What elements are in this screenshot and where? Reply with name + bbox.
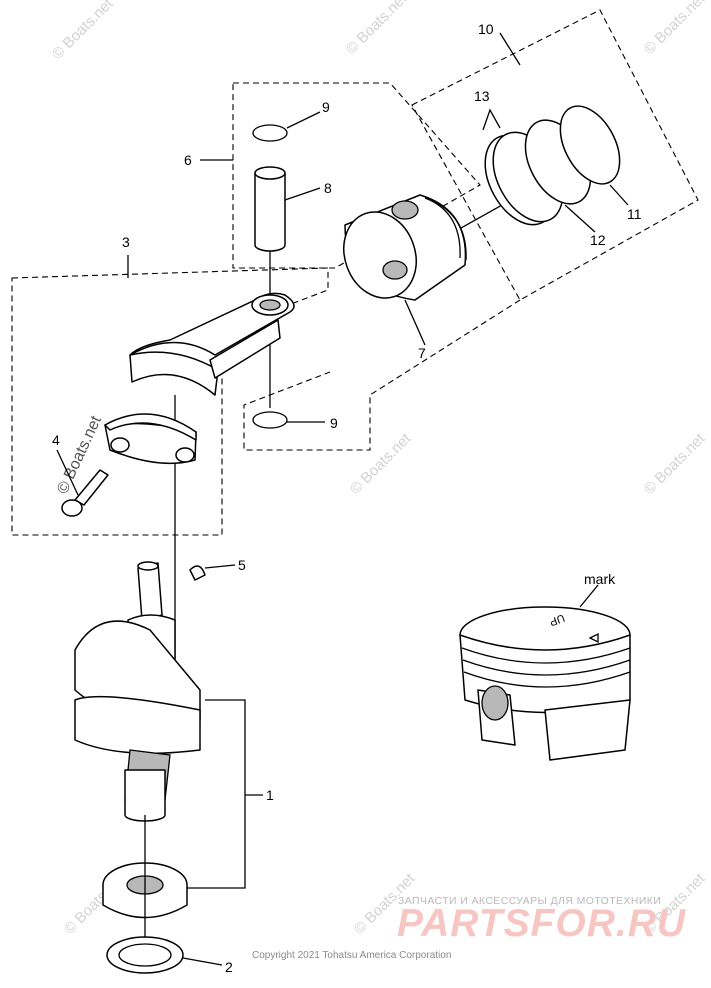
callout-4: 4	[52, 432, 60, 448]
callout-9-top: 9	[322, 99, 330, 115]
leader-9-top	[286, 111, 321, 129]
copyright-text: Copyright 2021 Tohatsu America Corporati…	[252, 950, 452, 961]
leader-7	[404, 299, 426, 346]
leader-11	[609, 184, 629, 206]
rod-bolt	[61, 469, 109, 517]
group-7-frame	[243, 299, 521, 451]
washer	[106, 936, 184, 974]
callout-13: 13	[474, 88, 490, 104]
arrow-mark	[588, 632, 599, 644]
callout-9-bottom: 9	[330, 415, 338, 431]
watermark: © Boats.net	[641, 430, 709, 498]
woodruff-key	[189, 565, 206, 581]
leader-1	[175, 699, 246, 889]
group-6-box	[232, 82, 481, 269]
callout-11: 11	[627, 206, 642, 222]
clip-bottom	[252, 411, 288, 429]
piston-mark-inset	[459, 606, 631, 761]
leader-5	[204, 564, 236, 569]
callout-3: 3	[122, 234, 130, 250]
leader-2	[182, 957, 223, 966]
leader-10	[499, 32, 521, 66]
callout-5: 5	[238, 557, 246, 573]
watermark: © Boats.net	[641, 0, 709, 58]
brand-logo-text: PARTSFOR.RU	[397, 902, 687, 945]
callout-10: 10	[478, 21, 494, 37]
watermark: © Boats.net	[347, 430, 415, 498]
callout-6: 6	[184, 152, 192, 168]
callout-7: 7	[418, 345, 426, 361]
piston-rings	[484, 105, 621, 226]
connecting-rod	[104, 292, 295, 465]
watermark: © Boats.net	[343, 0, 411, 58]
brand-tagline: ЗАПЧАСТИ И АКСЕССУАРЫ ДЛЯ МОТОТЕХНИКИ	[398, 895, 662, 907]
callout-8: 8	[324, 180, 332, 196]
group-10-box	[411, 9, 699, 301]
piston-up-stamp: UP	[548, 611, 566, 628]
clip-top	[252, 124, 288, 142]
callout-2: 2	[225, 959, 233, 975]
piston	[343, 194, 467, 301]
callout-1: 1	[266, 787, 274, 803]
piston-pin	[254, 166, 286, 252]
watermark: © Boats.net	[49, 0, 117, 63]
crankshaft	[74, 561, 201, 822]
leader-8	[284, 187, 321, 201]
leader-mark	[579, 584, 599, 608]
callout-mark: mark	[584, 571, 616, 587]
callout-12: 12	[590, 232, 606, 248]
leader-4	[56, 449, 79, 496]
leader-12	[564, 204, 596, 233]
leader-13	[482, 108, 501, 131]
